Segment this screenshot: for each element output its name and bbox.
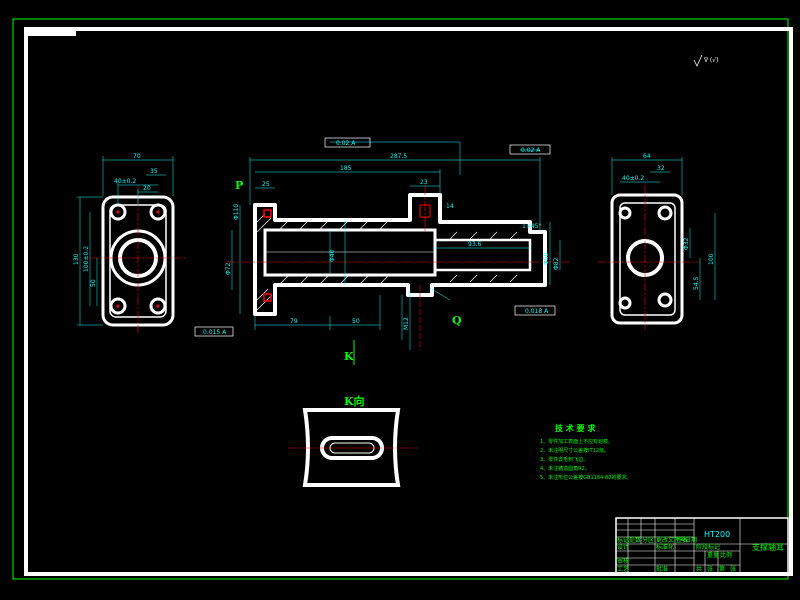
left-view-sub-width: 40±0.2 [114,178,136,185]
part-name-text: 支撑轴耳 [752,542,784,552]
left-view-height: 130 [73,253,80,265]
front-dia-end: Φ50 [543,252,550,265]
front-boss-a-dim: 23 [420,179,428,186]
tech-req-item: 4、未注铸造圆角R2。 [540,465,590,472]
tolerance-4: 0.018 A [525,308,549,315]
tb-label: 工艺 [617,565,629,573]
tb-label: 审核 [617,557,629,565]
surface-finish-text: ∇ (√) [703,57,718,64]
tb-label: 设计 [617,543,629,551]
tech-req-title: 技 术 要 求 [555,423,596,433]
view-mark-p: P [235,179,243,192]
material-text: HT200 [704,530,730,539]
tech-req-item: 2、未注明尺寸公差按IT12级。 [540,447,609,454]
tb-label: 更改文件号 [656,536,686,544]
tech-requirements: 技 术 要 求 1、零件加工表面上不应有划痕。 2、未注明尺寸公差按IT12级。… [540,423,631,481]
tb-label: 批准 [656,565,668,573]
front-chamfer: 1×45° [522,223,541,230]
front-overall-dim: 287.5 [390,153,407,160]
tb-label: 标记 [617,536,629,544]
left-view-side-a: 100±0.2 [83,246,90,272]
view-mark-q: Q [452,314,462,327]
view-mark-k: K [344,350,354,363]
left-view-sub-b: 20 [143,185,151,192]
left-view-top-width: 70 [133,153,141,160]
front-view: 0.02 A 0.02 A 0.015 A 0.018 A 287.5 185 … [194,137,570,365]
tech-req-item: 1、零件加工表面上不应有划痕。 [540,438,613,445]
front-dia-left: Φ110 [233,204,240,220]
right-view-sub-a: 32 [657,165,665,172]
front-dia-right: Φ82 [553,257,560,270]
front-bottom-a-dim: 79 [290,318,298,325]
tb-label: 阶段标记 [696,543,720,551]
outer-frame [12,18,789,580]
corner-tab [28,30,76,36]
section-label: K向 [344,394,365,408]
left-view-side-b: 50 [90,279,97,287]
front-bottom-b-dim: 50 [352,318,360,325]
left-view-sub-a: 35 [150,168,158,175]
right-view-side-b: 54.5 [693,276,700,290]
front-dia-inner: Φ40 [329,249,336,262]
front-main-dim: 185 [340,165,352,172]
tb-label: 张 [730,565,736,573]
drawing-border [24,27,793,576]
front-boss-b-dim: 14 [446,203,454,210]
tb-label: 标准化 [656,543,674,551]
surface-finish-mark: ∇ (√) [693,54,718,67]
tech-req-item: 3、零件去毛刺飞边。 [540,456,588,463]
tolerance-3: 0.015 A [203,329,227,336]
tb-label: 分区 [642,536,654,544]
front-len-right: 93.6 [468,241,482,248]
tb-label: 签名 [676,536,688,544]
k-section-view: K向 [288,394,418,487]
right-view-sub-width: 40±0.2 [622,175,644,182]
right-view-inner: Φ32 [683,237,690,250]
tolerance-1: 0.02 A [336,140,356,147]
tb-label: 张 [707,565,713,573]
tb-label: 日期 [685,536,697,544]
tb-label: 共 [696,565,702,573]
title-block: HT200 支撑轴耳 标记 处数 分区 更改文件号 签名 日期 设计 标准化 阶… [615,517,789,575]
front-thread: M12 [403,317,410,330]
tb-label: 比例 [720,551,732,559]
tb-label: 处数 [629,536,641,544]
left-view: 70 40±0.2 35 20 130 100±0.2 50 [73,153,186,333]
right-view-side-a: 100 [708,253,715,265]
tolerance-2: 0.02 A [521,147,541,154]
right-view: 64 40±0.2 32 100 54.5 Φ32 [598,153,716,330]
front-dia-hole: Φ72 [225,262,232,275]
tb-label: 重量 [707,551,719,559]
right-view-top-width: 64 [643,153,651,160]
tech-req-item: 5、未注形位公差按GB1184-80的要求。 [540,474,631,481]
tb-label: 第 [719,565,725,573]
front-top-left-dim: 25 [262,181,270,188]
